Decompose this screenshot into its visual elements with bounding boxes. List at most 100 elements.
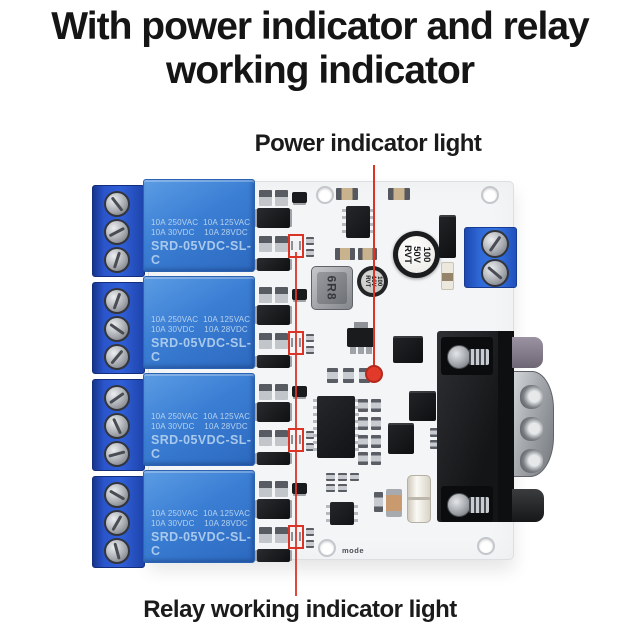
transistor-sot23: [292, 192, 307, 203]
screw-thread: [469, 497, 489, 513]
optocoupler-ic: [257, 258, 290, 271]
smd-fuse-resistor: [441, 262, 454, 290]
electrolytic-capacitor-100uf-16v: 100 16V RVT: [357, 266, 388, 297]
capacitor-top: 100 50V RVT: [398, 236, 435, 273]
relay-module-2: 10A 250VAC 10A 125VAC 10A 30VDC 10A 28VD…: [143, 276, 255, 369]
mounting-hole: [477, 537, 495, 555]
screw-icon: [481, 230, 509, 258]
relay-module-4: 10A 250VAC 10A 125VAC 10A 30VDC 10A 28VD…: [143, 470, 255, 563]
relay-model: SRD-05VDC-SL-C: [151, 530, 252, 558]
optocoupler-ic: [257, 402, 290, 422]
smd-pad: [259, 190, 272, 206]
screw-icon: [104, 510, 130, 536]
smd-pad: [259, 527, 272, 543]
optocoupler-ic: [257, 355, 290, 368]
relay-rating-line2: 10A 30VDC 10A 28VDC: [151, 228, 248, 237]
diode: [388, 423, 414, 454]
relay-rating-line1: 10A 250VAC 10A 125VAC: [151, 412, 251, 421]
smd-resistor: [327, 368, 338, 383]
silkscreen-logo: mode: [342, 546, 365, 555]
diode: [393, 336, 423, 363]
optocoupler-ic: [257, 208, 290, 228]
relay-model: SRD-05VDC-SL-C: [151, 433, 252, 461]
screw-icon: [447, 345, 471, 369]
screw-icon: [104, 191, 130, 217]
relay-indicator-highlight-3: [288, 428, 304, 452]
smd-resistor: [338, 473, 347, 481]
smd-pad: [275, 287, 288, 303]
optocoupler-ic: [257, 549, 290, 562]
screw-icon: [447, 493, 471, 517]
smd-pad: [259, 287, 272, 303]
relay-indicator-highlight-1: [288, 234, 304, 258]
soic16-driver-ic: [313, 396, 359, 458]
db9-pin: [520, 417, 543, 441]
smd-pad: [259, 384, 272, 400]
smd-resistor: [306, 249, 314, 257]
relay-module-3: 10A 250VAC 10A 125VAC 10A 30VDC 10A 28VD…: [143, 373, 255, 466]
power-indicator-label: Power indicator light: [254, 130, 482, 157]
smd-pad: [275, 430, 288, 446]
relay-indicator-highlight-2: [288, 331, 304, 355]
smd-resistor: [374, 492, 383, 512]
mounting-hole: [318, 539, 336, 557]
smd-resistor: [358, 452, 368, 465]
smd-resistor: [430, 428, 440, 437]
soic8-ic: [326, 502, 358, 525]
smd-resistor: [306, 334, 314, 342]
screw-icon: [104, 288, 130, 314]
smd-capacitor: [335, 248, 355, 260]
relay-rating-line1: 10A 250VAC 10A 125VAC: [151, 218, 251, 227]
resettable-fuse: [407, 475, 431, 523]
smd-resistor: [306, 431, 314, 439]
screw-icon: [104, 316, 130, 342]
soic8-ic: [342, 206, 374, 238]
db9-jack-screw: [445, 343, 489, 371]
relay-rating-line1: 10A 250VAC 10A 125VAC: [151, 509, 251, 518]
screw-terminal-block-4: [92, 476, 145, 568]
smd-capacitor: [358, 248, 377, 260]
capacitor-top: 100 16V RVT: [361, 270, 384, 293]
smd-resistor: [306, 237, 314, 245]
smd-capacitor: [388, 188, 410, 200]
capacitor-marking: 100 50V RVT: [401, 245, 433, 264]
relay-indicator-label: Relay working indicator light: [143, 596, 457, 623]
smd-resistor: [306, 528, 314, 536]
smd-resistor: [350, 473, 359, 481]
smd-resistor: [371, 417, 381, 430]
relay-marking: 10A 250VAC 10A 125VAC 10A 30VDC 10A 28VD…: [151, 509, 254, 558]
screw-icon: [104, 247, 130, 273]
page-title-line2: working indicator: [165, 49, 475, 93]
relay-rating-line1: 10A 250VAC 10A 125VAC: [151, 315, 251, 324]
power-inductor: 6R8: [311, 266, 353, 310]
smd-resistor: [306, 540, 314, 548]
smd-resistor: [306, 443, 314, 451]
smd-capacitor: [336, 188, 358, 200]
relay-indicator-pointer-line: [295, 252, 297, 596]
screw-terminal-block-2: [92, 282, 145, 374]
relay-model: SRD-05VDC-SL-C: [151, 336, 252, 364]
smd-resistor: [326, 473, 335, 481]
db9-pin: [520, 449, 543, 473]
smd-pad: [259, 430, 272, 446]
optocoupler-ic: [257, 499, 290, 519]
mounting-hole: [316, 186, 334, 204]
diode: [439, 215, 456, 258]
smd-pad: [275, 236, 288, 252]
relay-rating-line2: 10A 30VDC 10A 28VDC: [151, 519, 248, 528]
optocoupler-ic: [257, 452, 290, 465]
transistor-sot23: [292, 483, 307, 494]
screw-icon: [104, 219, 130, 245]
db9-pin: [520, 385, 543, 409]
smd-resistor: [371, 435, 381, 448]
screw-icon: [481, 259, 509, 287]
db9-top-post: [512, 337, 543, 368]
screw-terminal-block-1: [92, 185, 145, 277]
screw-terminal-block-3: [92, 379, 145, 471]
screw-icon: [104, 482, 130, 508]
electrolytic-capacitor-100uf-50v: 100 50V RVT: [393, 231, 440, 278]
page-title: With power indicator and relay working i…: [0, 5, 640, 94]
smd-resistor: [430, 440, 440, 449]
smd-resistor: [326, 484, 335, 492]
relay-rating-line2: 10A 30VDC 10A 28VDC: [151, 422, 248, 431]
